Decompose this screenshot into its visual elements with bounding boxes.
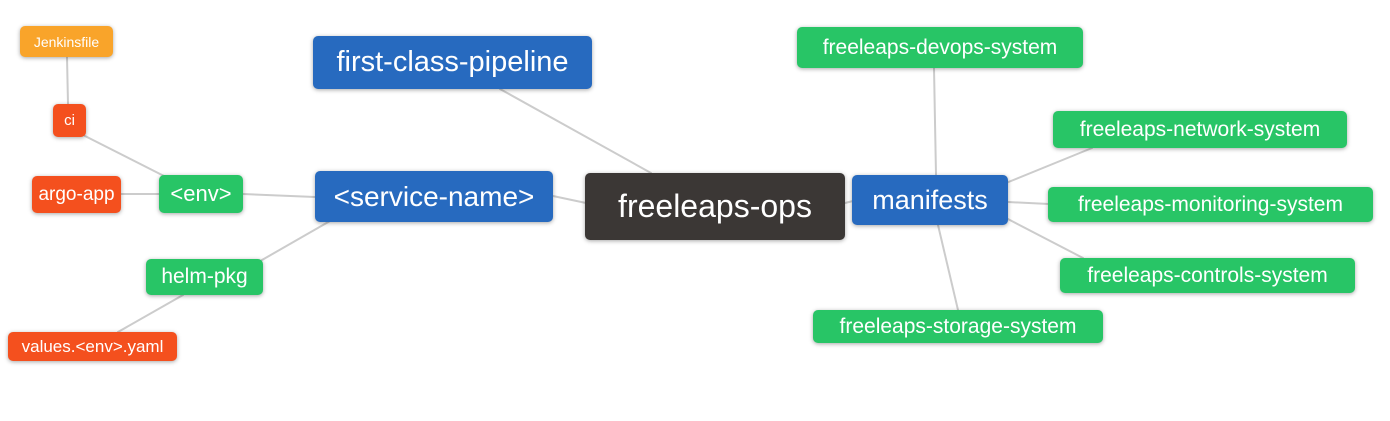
node-manifests[interactable]: manifests [852, 175, 1008, 225]
node-controls-system[interactable]: freeleaps-controls-system [1060, 258, 1355, 293]
edge-jenkinsfile-ci [66, 56, 69, 105]
node-helm-pkg[interactable]: helm-pkg [146, 259, 263, 295]
edge-service-root [552, 195, 587, 204]
edge-manifests-network [1005, 147, 1093, 184]
edge-root-manifests [844, 200, 854, 204]
node-argo-app[interactable]: argo-app [32, 176, 121, 213]
node-env[interactable]: <env> [159, 175, 243, 213]
edge-manifests-devops [933, 67, 937, 176]
node-ci[interactable]: ci [53, 104, 86, 137]
node-network-system[interactable]: freeleaps-network-system [1053, 111, 1347, 148]
node-devops-system[interactable]: freeleaps-devops-system [797, 27, 1083, 68]
node-storage-system[interactable]: freeleaps-storage-system [813, 310, 1103, 343]
edge-env-service [242, 193, 316, 198]
node-values-env-yaml[interactable]: values.<env>.yaml [8, 332, 177, 361]
edge-pipeline-root [499, 88, 652, 174]
node-jenkinsfile[interactable]: Jenkinsfile [20, 26, 113, 57]
edge-values-helm [117, 294, 184, 333]
edge-helm-service [261, 220, 331, 261]
edge-manifests-monitoring [1007, 201, 1050, 205]
node-service-name[interactable]: <service-name> [315, 171, 553, 222]
node-freeleaps-ops-root[interactable]: freeleaps-ops [585, 173, 845, 240]
node-monitoring-system[interactable]: freeleaps-monitoring-system [1048, 187, 1373, 222]
node-first-class-pipeline[interactable]: first-class-pipeline [313, 36, 592, 89]
edge-manifests-controls [1005, 217, 1084, 259]
edge-ci-env [84, 135, 165, 177]
edge-manifests-storage [937, 224, 959, 311]
